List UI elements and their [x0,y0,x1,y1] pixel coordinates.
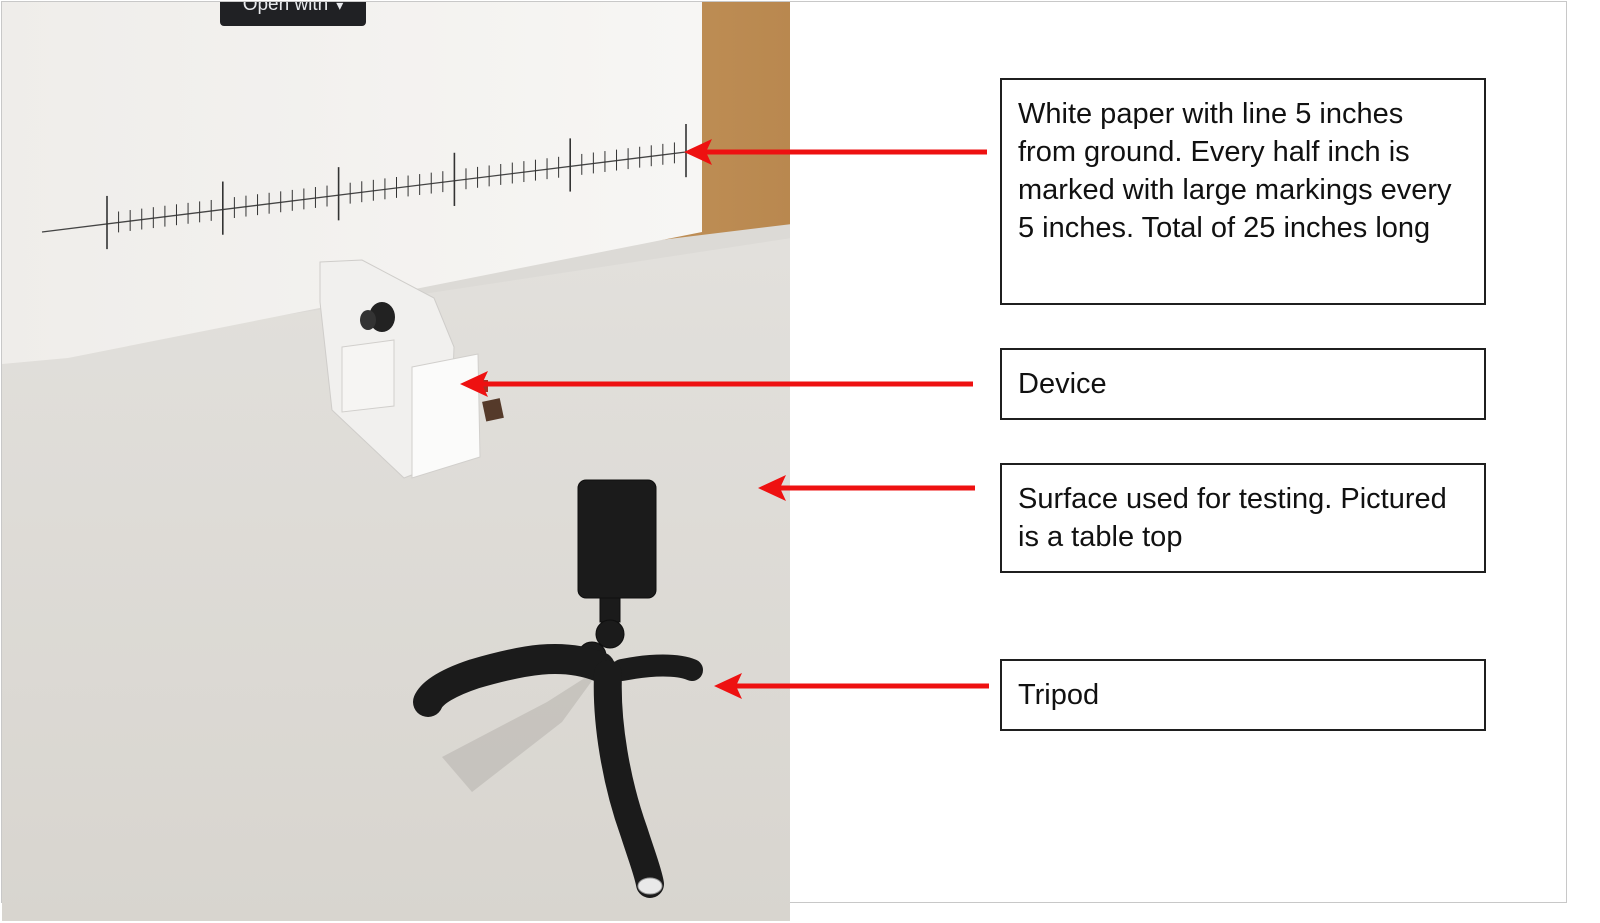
annotation-surface: Surface used for testing. Pictured is a … [1000,463,1486,573]
annotation-tripod: Tripod [1000,659,1486,731]
chevron-down-icon: ▾ [336,2,344,13]
table-surface [2,238,790,921]
open-with-label: Open with [242,2,329,15]
tripod-shadow [442,667,602,792]
annotation-tripod-text: Tripod [1018,679,1100,711]
annotation-paper: White paper with line 5 inches from grou… [1000,78,1486,305]
annotation-device: Device [1000,348,1486,420]
open-with-button[interactable]: Open with ▾ [220,2,366,26]
annotation-surface-text: Surface used for testing. Pictured is a … [1018,483,1447,553]
test-setup-photo: Open with ▾ [2,2,790,921]
scale-baseline [41,149,703,233]
white-paper [2,2,702,364]
annotation-paper-text: White paper with line 5 inches from grou… [1018,98,1452,244]
scale-line-group [41,123,703,250]
annotation-device-text: Device [1018,368,1107,400]
tripod [413,479,703,898]
photo-illustration [2,2,790,921]
